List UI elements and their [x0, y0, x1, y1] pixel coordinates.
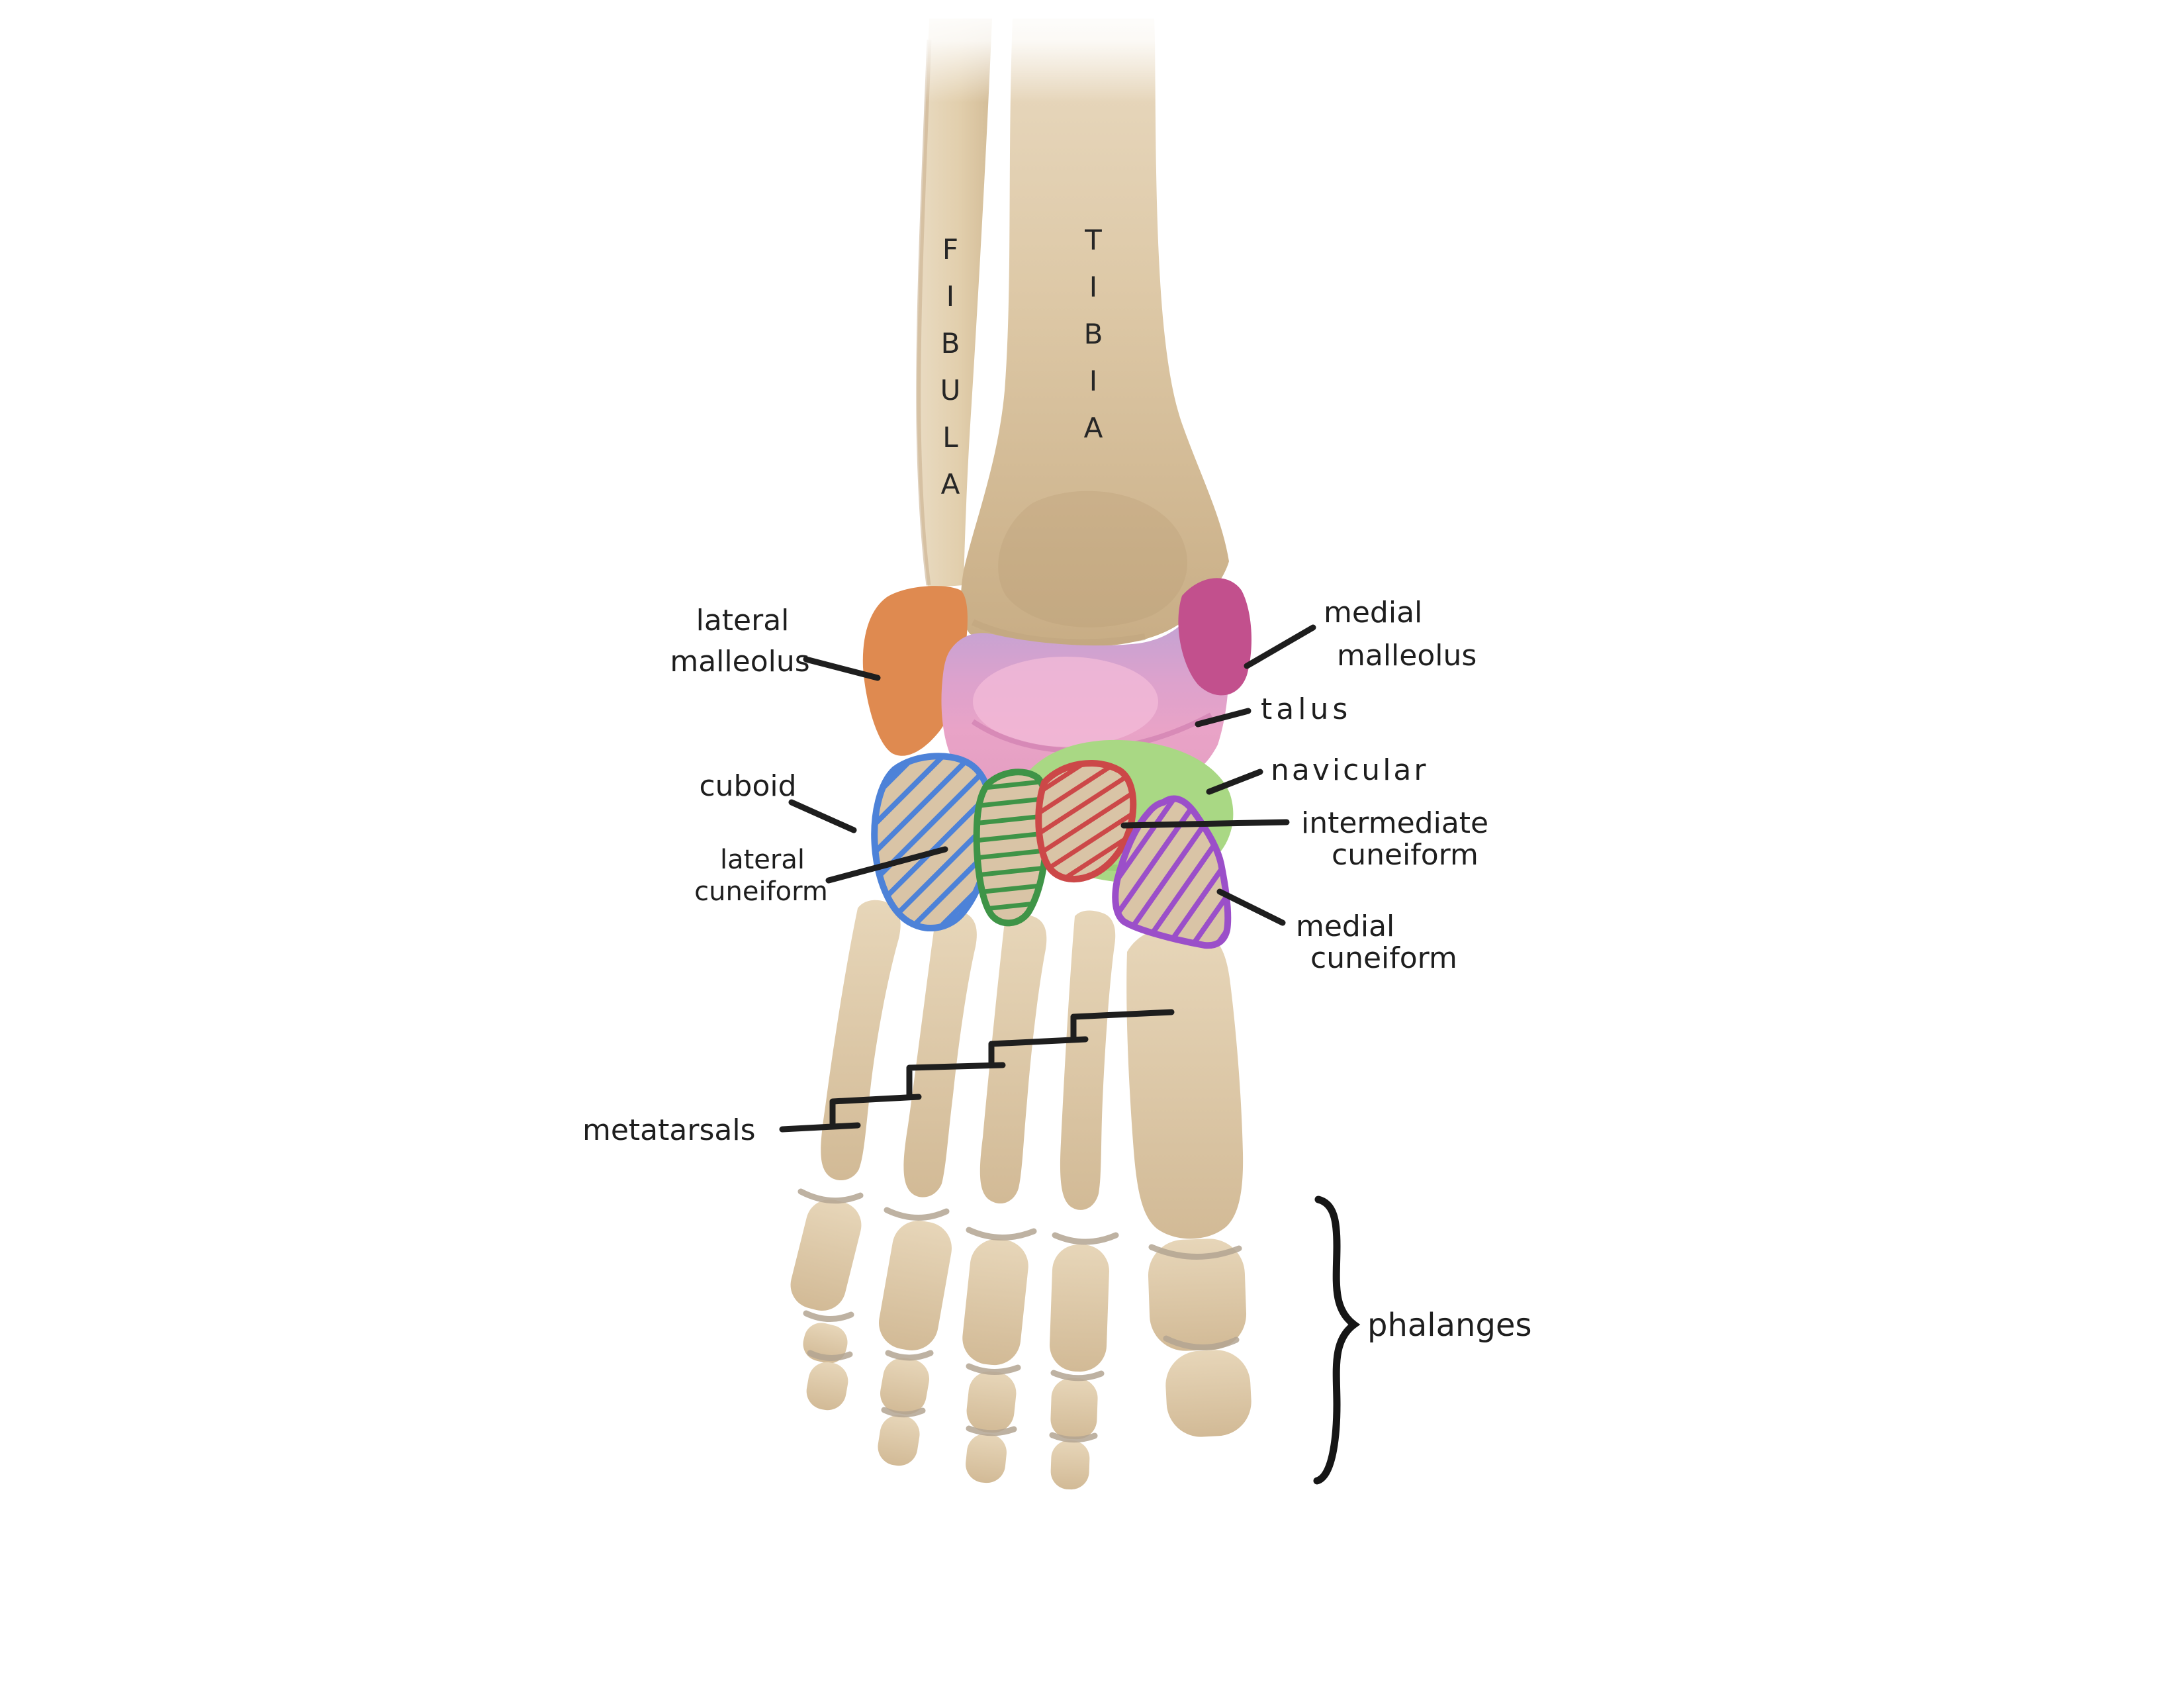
phalanx-toe4-distal	[878, 1415, 920, 1466]
label-medial-malleolus-line1: medial	[1324, 596, 1422, 630]
phalanx-toe2-middle	[1050, 1378, 1098, 1440]
phalanx-toe5-distal	[806, 1362, 848, 1411]
cuboid-hatch	[871, 753, 995, 932]
lateral-cuneiform-hatch	[973, 769, 1051, 927]
joint-line	[1049, 1432, 1098, 1443]
leader-metatarsals-staircase	[779, 1009, 1175, 1133]
fibula-edge-shading	[916, 39, 932, 586]
joint-line	[885, 1350, 934, 1361]
label-lateral-cuneiform-line2: cuneiform	[694, 876, 828, 907]
phalanx-toe3-middle	[966, 1371, 1017, 1433]
leader-navicular	[1206, 769, 1263, 795]
joint-line	[807, 1350, 853, 1361]
phalanx-toe3-proximal	[962, 1239, 1028, 1366]
joint-line	[966, 1227, 1037, 1241]
leader-medial-cuneiform	[1216, 888, 1286, 926]
leader-intermediate-cuneiform	[1120, 819, 1290, 829]
region-fibula	[917, 19, 992, 588]
label-intermediate-cuneiform-line1: intermediate	[1301, 806, 1488, 840]
phalanx-toe5-proximal	[790, 1199, 862, 1311]
bone-label-tibia: TIBIA	[1077, 224, 1110, 459]
joint-line	[881, 1407, 926, 1418]
joint-line	[1148, 1244, 1242, 1260]
label-navicular: navicular	[1271, 753, 1428, 787]
phalanx-hallux-proximal	[1148, 1239, 1247, 1351]
phalanges-group	[790, 1199, 1251, 1490]
leader-lateral-cuneiform	[825, 846, 948, 884]
joint-line	[1163, 1335, 1240, 1350]
metatarsal-2	[1060, 910, 1116, 1210]
label-medial-cuneiform-line2: cuneiform	[1310, 941, 1457, 975]
joint-line	[803, 1310, 854, 1323]
metatarsal-4	[903, 909, 977, 1197]
label-medial-malleolus-line2: malleolus	[1337, 639, 1477, 673]
joint-line	[884, 1207, 950, 1221]
region-intermediate-cuneiform	[1035, 760, 1137, 882]
phalanx-hallux-distal	[1165, 1350, 1251, 1437]
bone-label-fibula: FIBULA	[934, 233, 967, 515]
phalanx-toe4-middle	[880, 1358, 930, 1415]
region-tibia	[960, 19, 1229, 649]
label-lateral-malleolus-line2: malleolus	[670, 645, 809, 679]
joint-line	[1050, 1370, 1105, 1382]
region-lateral-cuneiform	[973, 769, 1051, 927]
phalanx-toe2-proximal	[1050, 1244, 1109, 1372]
labels: lateral malleolus cuboid lateral cuneifo…	[582, 596, 1531, 1344]
region-medial-cuneiform	[1112, 795, 1232, 949]
leader-cuboid	[788, 799, 857, 833]
metatarsal-5	[821, 900, 901, 1181]
intermediate-cuneiform-hatch	[1035, 760, 1137, 882]
metatarsal-1	[1126, 925, 1244, 1239]
medial-cuneiform-hatch	[1112, 795, 1232, 949]
label-lateral-malleolus-line1: lateral	[696, 604, 790, 637]
tibia-lower-shading	[998, 491, 1187, 628]
leader-medial-malleolus	[1244, 624, 1316, 669]
label-talus: talus	[1261, 692, 1351, 726]
joint-line	[966, 1363, 1021, 1376]
tibia-edge-shading	[971, 619, 1146, 646]
region-cuboid	[871, 753, 995, 932]
joint-line	[966, 1425, 1017, 1436]
label-metatarsals: metatarsals	[582, 1113, 756, 1147]
phalanx-toe4-proximal	[879, 1221, 952, 1350]
bone-top-fade	[903, 0, 1165, 103]
phalanx-toe2-distal	[1050, 1440, 1090, 1490]
label-intermediate-cuneiform-line2: cuneiform	[1332, 838, 1479, 872]
joint-line	[797, 1188, 864, 1204]
phalanx-toe3-distal	[966, 1433, 1007, 1483]
label-cuboid: cuboid	[699, 769, 796, 803]
region-medial-malleolus	[1178, 578, 1251, 696]
joint-line	[1052, 1232, 1119, 1245]
joint-lines	[797, 1188, 1242, 1443]
metatarsal-3	[979, 914, 1047, 1204]
leader-lines	[779, 624, 1361, 1485]
region-lateral-malleolus	[862, 586, 968, 756]
label-phalanges: phalanges	[1367, 1307, 1531, 1344]
phalanges-brace	[1313, 1196, 1361, 1485]
leader-talus	[1195, 708, 1251, 727]
leader-lateral-malleolus	[803, 656, 881, 681]
label-lateral-cuneiform-line1: lateral	[720, 845, 805, 875]
talus-highlight	[973, 657, 1158, 747]
metatarsals-group	[821, 900, 1244, 1239]
label-medial-cuneiform-line1: medial	[1296, 910, 1394, 943]
